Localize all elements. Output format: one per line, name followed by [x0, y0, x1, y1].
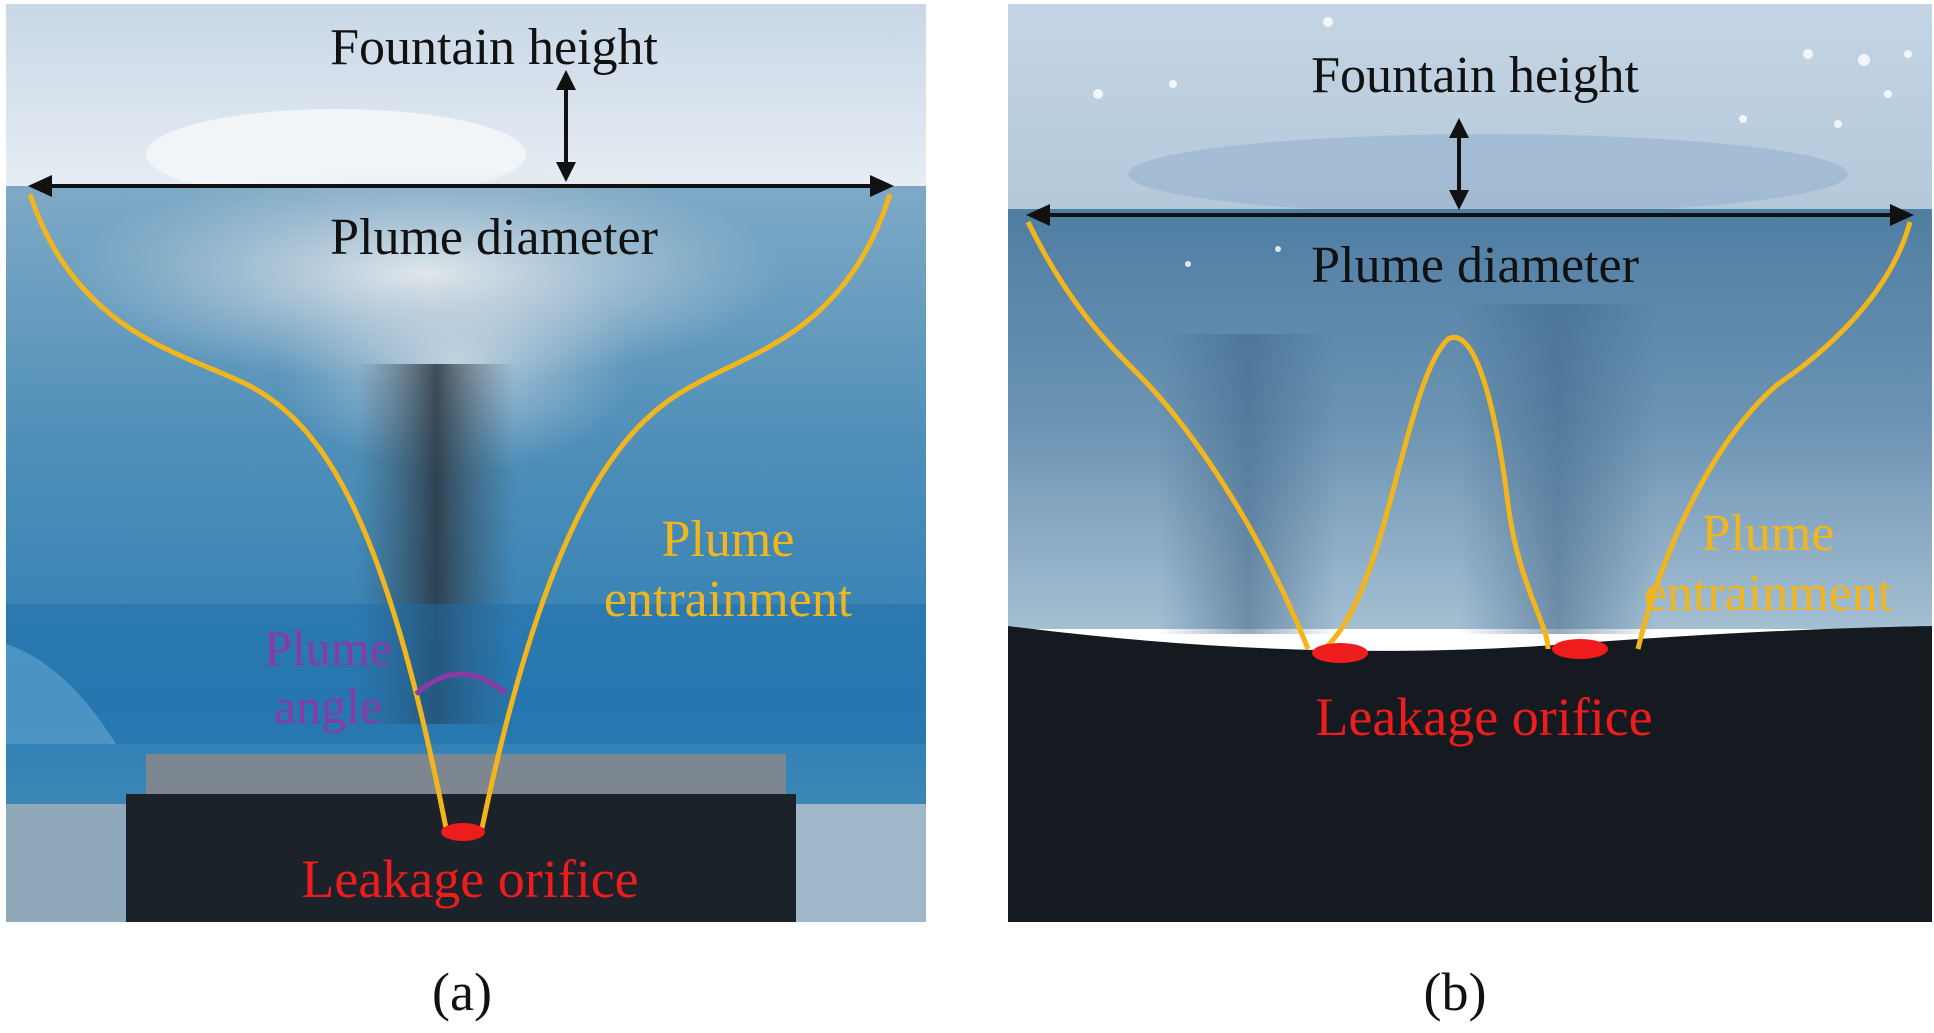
- plume-diameter-label: Plume diameter: [1311, 237, 1639, 294]
- arrowhead-down-icon: [1449, 190, 1469, 210]
- plume-boundary-middle: [1322, 335, 1551, 651]
- plume-boundary-left: [27, 193, 449, 829]
- plume-boundary-right: [479, 193, 893, 829]
- leakage-orifice-marker-1: [1312, 643, 1368, 663]
- fountain-height-label: Fountain height: [1311, 47, 1639, 104]
- caption-a: (a): [432, 962, 492, 1022]
- leakage-orifice-marker: [441, 823, 485, 841]
- photo-panel-b: Fountain height Plume diameter Plume ent…: [1008, 4, 1932, 922]
- bubbles: [1093, 17, 1912, 267]
- photo-b-graphic: [1008, 4, 1932, 922]
- leakage-orifice-marker-2: [1552, 639, 1608, 659]
- plume-entrainment-label: Plume entrainment: [1643, 505, 1893, 622]
- arrowhead-up-icon: [556, 70, 576, 90]
- photo-a-graphic: [6, 4, 926, 922]
- arrowhead-left-icon: [28, 175, 52, 197]
- annotations-b: [1025, 118, 1914, 663]
- fountain-height-label: Fountain height: [330, 19, 658, 76]
- arrowhead-right-icon: [870, 175, 894, 197]
- arrowhead-right-icon: [1890, 204, 1914, 226]
- plume-boundary-left: [1025, 220, 1311, 650]
- plume-angle-arc: [414, 671, 508, 696]
- photo-panel-a: Fountain height Plume diameter Plume ent…: [6, 4, 926, 922]
- annotations-a: [27, 70, 894, 841]
- leakage-orifice-label: Leakage orifice: [301, 849, 639, 909]
- plume-entrainment-label: Plume entrainment: [603, 511, 853, 628]
- arrowhead-left-icon: [1026, 204, 1050, 226]
- arrowhead-down-icon: [556, 162, 576, 182]
- caption-b: (b): [1423, 962, 1487, 1022]
- plume-boundary-right: [1635, 221, 1913, 650]
- plume-angle-label: Plume angle: [264, 620, 392, 734]
- arrowhead-up-icon: [1449, 118, 1469, 138]
- leakage-orifice-label: Leakage orifice: [1315, 687, 1653, 747]
- plume-diameter-label: Plume diameter: [330, 209, 658, 266]
